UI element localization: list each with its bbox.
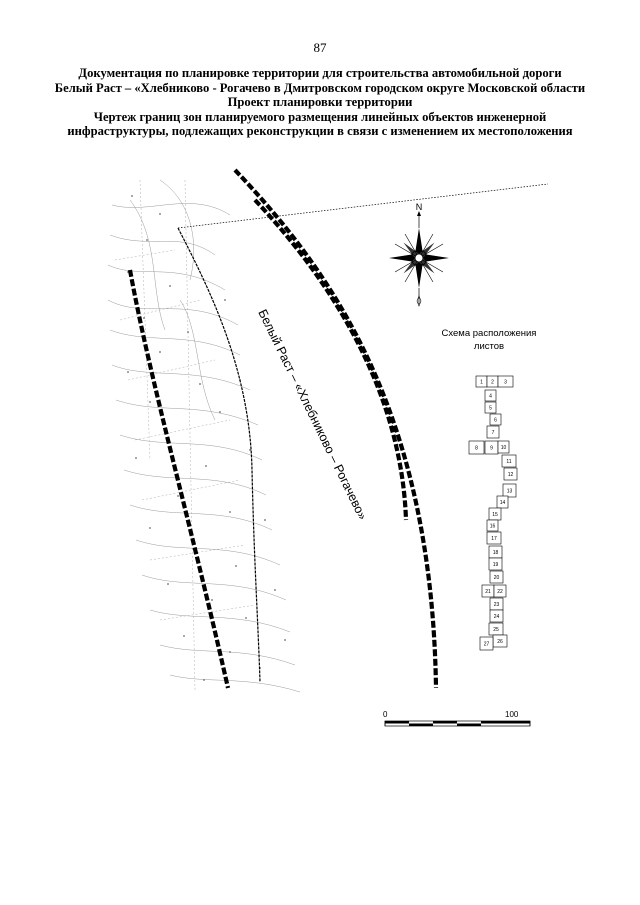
sheet-number: 6	[494, 417, 497, 423]
title-line-4: Чертеж границ зон планируемого размещени…	[93, 109, 547, 124]
sheet-number: 11	[506, 459, 511, 465]
title-line-3: Проект планировки территории	[227, 95, 413, 110]
sheet-number: 1	[480, 379, 483, 385]
sheet-cell	[493, 584, 507, 598]
boundary-left	[127, 269, 231, 689]
sheet-cell	[497, 375, 514, 388]
scale-bar	[384, 720, 531, 727]
north-label: N	[416, 202, 423, 212]
boundary-right-inner	[253, 198, 409, 521]
scale-end-label: 100	[505, 710, 519, 719]
sheet-cell	[496, 495, 509, 509]
sheet-cell	[484, 389, 497, 402]
sheet-cell	[502, 483, 517, 498]
zone-boundary-line	[177, 183, 549, 229]
title-line-5: инфраструктуры, подлежащих реконструкции…	[67, 124, 573, 139]
scale-start-label: 0	[383, 710, 388, 719]
sheet-cell	[489, 413, 502, 426]
sheet-number: 21	[485, 589, 491, 595]
sheet-cell	[486, 425, 500, 439]
sheet-number: 8	[475, 445, 478, 451]
sheet-number: 9	[490, 445, 493, 451]
title-line-1: Документация по планировке территории дл…	[78, 66, 562, 80]
sheet-cell	[497, 440, 510, 454]
sheet-number: 27	[484, 641, 490, 647]
sheet-number: 22	[497, 589, 503, 595]
sheet-number: 3	[504, 379, 507, 385]
sheet-number: 17	[491, 536, 497, 542]
contour-lines	[107, 179, 301, 693]
spot-elevations	[127, 195, 286, 681]
document-title: Документация по планировке территории дл…	[20, 66, 620, 139]
sheet-number: 4	[489, 393, 492, 399]
sheet-cell	[486, 519, 499, 532]
utility-line	[177, 227, 261, 683]
sheet-number: 2	[491, 379, 494, 385]
road-label: Белый Раст – «Хлебниково – Рогачево»	[255, 307, 369, 522]
sheet-number: 5	[489, 405, 492, 411]
sheet-number: 10	[501, 445, 507, 451]
sheet-cell	[489, 609, 504, 623]
sheet-number: 13	[507, 488, 513, 494]
page-number: 87	[313, 40, 327, 55]
sheet-cell	[484, 401, 497, 414]
sheet-cell	[503, 467, 518, 481]
sheet-number: 24	[494, 614, 500, 620]
sheet-number: 26	[497, 639, 503, 645]
sheet-number: 7	[492, 430, 495, 436]
sheet-cell	[489, 570, 504, 584]
boundary-right-outer	[233, 168, 439, 689]
sheet-scheme-subtitle: листов	[474, 341, 504, 352]
sheet-number: 20	[494, 575, 500, 581]
sheet-number: 12	[508, 472, 514, 478]
sheet-number: 15	[492, 512, 498, 518]
sheet-number: 18	[493, 550, 499, 556]
topographic-base	[107, 179, 301, 693]
sheet-cell	[501, 454, 517, 468]
sheet-cell	[468, 440, 485, 455]
sheet-number: 16	[490, 523, 496, 529]
sheet-number: 14	[500, 500, 506, 506]
sheet-cell	[488, 557, 503, 571]
sheet-cell	[486, 531, 502, 545]
sheet-number: 23	[494, 602, 500, 608]
boundary-right-outer-hatch	[242, 167, 445, 687]
title-line-2: Белый Раст – «Хлебниково - Рогачево в Дм…	[54, 80, 586, 95]
sheet-number: 25	[493, 627, 499, 633]
sheet-number: 19	[493, 562, 499, 568]
compass-rose	[389, 211, 449, 307]
sheet-scheme-title: Схема расположения	[442, 328, 537, 339]
grid-lines	[114, 179, 256, 691]
sheet-cell	[479, 636, 494, 651]
